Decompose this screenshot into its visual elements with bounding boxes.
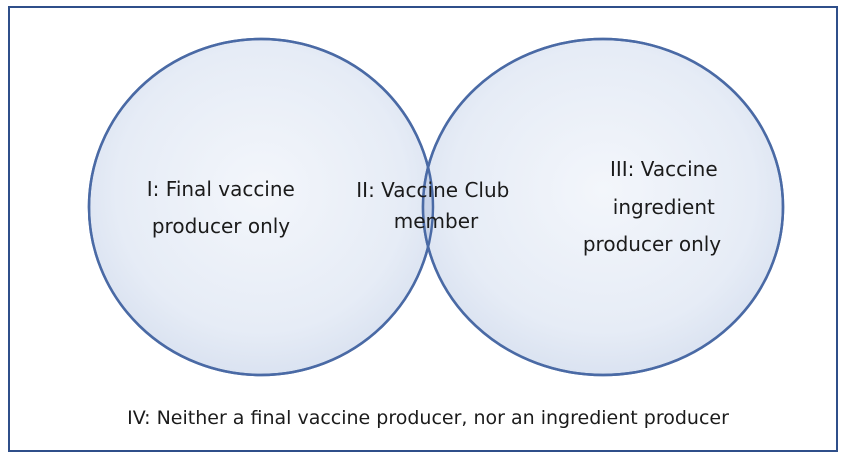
region-1-line-1: I: Final vaccine <box>147 177 295 201</box>
region-3-line-2: ingredient <box>613 195 715 219</box>
left-set-outline <box>87 37 435 377</box>
region-2-line-2: member <box>394 209 479 233</box>
region-2-line-1: II: Vaccine Club <box>356 178 509 202</box>
right-set-outline <box>421 37 785 377</box>
region-1-label: I: Final vaccine producer only <box>147 177 301 238</box>
right-set-ellipse <box>421 37 785 377</box>
region-3-line-3: producer only <box>583 232 721 256</box>
region-3-line-1: III: Vaccine <box>610 157 718 181</box>
region-2-label: II: Vaccine Club member <box>356 178 515 233</box>
region-1-line-2: producer only <box>152 214 290 238</box>
region-4-label: IV: Neither a final vaccine producer, no… <box>127 407 729 429</box>
left-set-ellipse <box>87 37 435 377</box>
region-3-label: III: Vaccine ingredient producer only <box>583 157 724 256</box>
